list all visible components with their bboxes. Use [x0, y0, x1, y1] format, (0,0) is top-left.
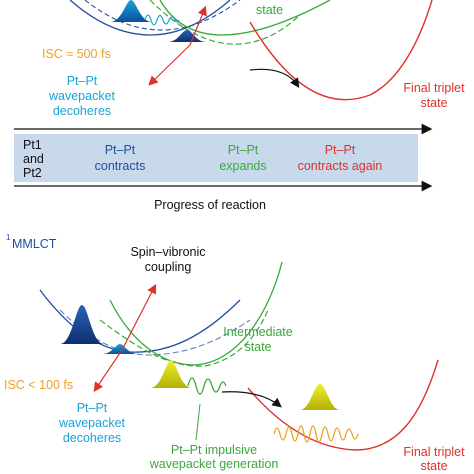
timeline-axis-label: Progress of reaction: [154, 198, 266, 212]
bottom-intermediate-line1: Intermediate: [223, 325, 293, 339]
bottom-cyan-wavepacket: [102, 344, 138, 354]
top-panel: state ISC ≈ 500 fs Pt–Pt wavepacket deco…: [42, 0, 465, 118]
bottom-panel: 1 MMLCT Spin–vibronic coupling Intermedi…: [4, 233, 465, 473]
bottom-impulsive-line2: wavepacket generation: [149, 457, 279, 471]
bottom-isc-label: ISC < 100 fs: [4, 378, 73, 392]
bottom-yellow-wavepacket: [150, 360, 192, 388]
bottom-orange-oscillation: [273, 425, 359, 443]
top-dark-wavepacket: [168, 30, 206, 42]
top-intermediate-curve-dashed: [149, 0, 301, 45]
top-final-line1: Final triplet: [403, 81, 465, 95]
bottom-coupling-line2: coupling: [145, 260, 192, 274]
top-state-label: state: [256, 3, 283, 17]
top-singlet-curve-dashed: [84, 0, 241, 31]
bottom-intermediate-line2: state: [244, 340, 271, 354]
bottom-intermediate-curve-dashed: [99, 309, 269, 367]
top-cyan-wavepacket: [110, 0, 152, 22]
timeline-stage1-line2: contracts: [95, 159, 146, 173]
bottom-singlet-curve-dashed: [59, 309, 251, 356]
timeline-stage3-line1: Pt–Pt: [325, 143, 356, 157]
top-wavepacket-line2: wavepacket: [48, 89, 116, 103]
top-wavepacket-line1: Pt–Pt: [67, 74, 98, 88]
bottom-final-wavepacket: [300, 384, 340, 410]
bottom-initial-sup: 1: [6, 233, 11, 242]
bottom-coupling-arrow-up: [121, 283, 157, 351]
bottom-green-oscillation: [187, 377, 227, 395]
timeline-atoms-line2: and: [23, 152, 44, 166]
bottom-wavepacket-line2: wavepacket: [58, 416, 126, 430]
bottom-triplet-curve: [247, 359, 439, 451]
top-black-arrow: [249, 68, 300, 89]
timeline-stage2-line2: expands: [219, 159, 266, 173]
top-wavepacket-line3: decoheres: [53, 104, 111, 118]
bottom-intermediate-curve: [109, 261, 283, 366]
timeline-band: [14, 134, 418, 182]
bottom-blue-wavepacket: [60, 305, 104, 344]
top-singlet-curve: [69, 0, 231, 36]
timeline-stage1-line1: Pt–Pt: [105, 143, 136, 157]
bottom-final-line2: state: [420, 459, 447, 473]
timeline-stage3-line2: contracts again: [298, 159, 383, 173]
top-isc-label: ISC ≈ 500 fs: [42, 47, 111, 61]
bottom-isc-arrow: [93, 349, 123, 392]
top-isc-arrow: [148, 44, 191, 86]
bottom-wavepacket-line3: decoheres: [63, 431, 121, 445]
bottom-final-line1: Final triplet: [403, 445, 465, 459]
bottom-black-arrow: [221, 391, 282, 408]
timeline-stage2-line1: Pt–Pt: [228, 143, 259, 157]
top-up-arrow: [189, 5, 207, 46]
bottom-coupling-line1: Spin–vibronic: [130, 245, 205, 259]
bottom-wavepacket-line1: Pt–Pt: [77, 401, 108, 415]
bottom-impulsive-line1: Pt–Pt impulsive: [171, 443, 257, 457]
timeline: Pt1 and Pt2 Pt–Pt contracts Pt–Pt expand…: [14, 123, 433, 212]
top-cyan-oscillation: [144, 14, 180, 26]
timeline-atoms-line1: Pt1: [23, 138, 42, 152]
top-intermediate-curve: [159, 0, 331, 36]
bottom-impulsive-pointer: [195, 403, 201, 441]
top-triplet-curve: [249, 0, 433, 101]
top-final-line2: state: [420, 96, 447, 110]
bottom-initial-label: MMLCT: [12, 237, 57, 251]
timeline-atoms-line3: Pt2: [23, 166, 42, 180]
